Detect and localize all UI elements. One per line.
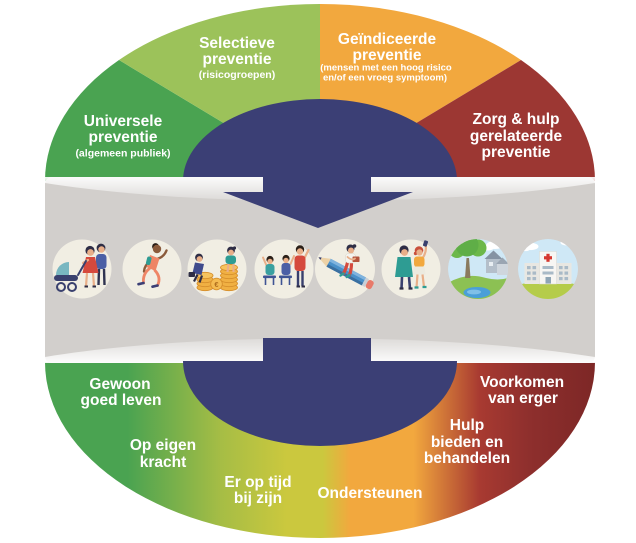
money-coins-icon: € [187, 239, 247, 299]
label-ondersteunen: Ondersteunen [317, 485, 422, 502]
label-er-op-tijd-bij-zijn: Er op tijd bij zijn [224, 474, 291, 507]
hulp-line2: bieden en [431, 434, 503, 451]
selectieve-line1: Selectieve [199, 35, 275, 52]
eroptijd-line1: Er op tijd [224, 474, 291, 491]
hulp-line1: Hulp [450, 417, 484, 434]
label-selectieve-preventie: Selectieve preventie (risicogroepen) [199, 35, 276, 81]
flow-arrow-base [183, 338, 457, 446]
universele-line1: Universele [84, 113, 163, 130]
opeigen-line1: Op eigen [130, 437, 196, 454]
selectieve-line2: preventie [203, 51, 272, 68]
two-friends-icon [381, 239, 441, 299]
label-hulp-bieden-en-behandelen: Hulp bieden en behandelen [424, 417, 510, 467]
eroptijd-line2: bij zijn [234, 490, 282, 507]
segment-bottom-gradient [45, 362, 595, 538]
opeigen-line2: kracht [140, 454, 187, 471]
voorkomen-line1: Voorkomen [480, 374, 564, 391]
zorg-line3: preventie [482, 144, 551, 161]
label-gewoon-goed-leven: Gewoon goed leven [81, 376, 162, 409]
geindiceerde-sub2: en/of een vroeg symptoom) [323, 73, 447, 84]
zorg-line1: Zorg & hulp [473, 111, 560, 128]
geindiceerde-line1: Geïndiceerde [338, 31, 437, 48]
runner-icon [122, 239, 182, 299]
village-nature-icon [448, 239, 508, 299]
geindiceerde-sub1: (mensen met een hoog risico [320, 63, 452, 74]
selectieve-sub: (risicogroepen) [199, 69, 275, 81]
label-geindiceerde-preventie: Geïndiceerde preventie (mensen met een h… [320, 31, 452, 84]
label-voorkomen-van-erger: Voorkomen van erger [480, 374, 564, 407]
hulp-line3: behandelen [424, 450, 510, 467]
label-op-eigen-kracht: Op eigen kracht [130, 437, 196, 471]
label-universele-preventie: Universele preventie (algemeen publiek) [75, 113, 170, 160]
family-stroller-icon [52, 239, 112, 299]
zorg-line2: gerelateerde [470, 128, 563, 145]
child-on-pencil-icon [315, 239, 375, 299]
universele-sub: (algemeen publiek) [75, 148, 170, 160]
gewoon-line1: Gewoon [89, 376, 150, 393]
universele-line2: preventie [89, 129, 158, 146]
ondersteunen-line1: Ondersteunen [317, 485, 422, 502]
label-zorg-hulp-preventie: Zorg & hulp gerelateerde preventie [470, 111, 563, 161]
gewoon-line2: goed leven [81, 392, 162, 409]
geindiceerde-line2: preventie [353, 47, 422, 64]
flow-arrow-dome [183, 99, 457, 181]
flow-arrow-down [223, 168, 413, 228]
euro-symbol: € [214, 280, 219, 289]
classroom-icon [254, 239, 314, 299]
voorkomen-line2: van erger [488, 390, 558, 407]
